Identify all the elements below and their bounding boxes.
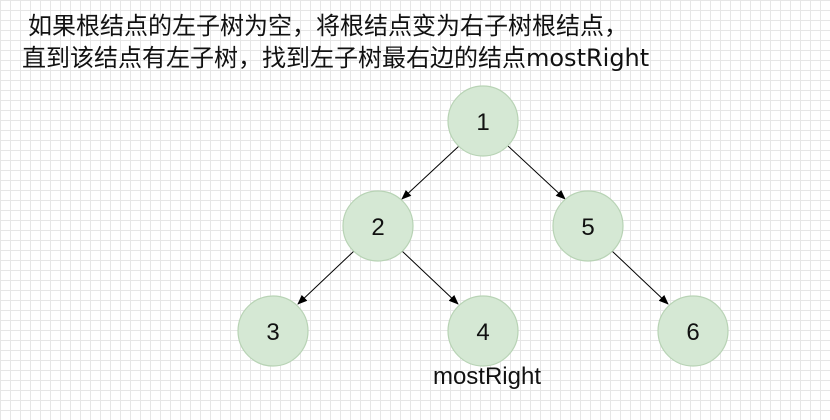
caption: 如果根结点的左子树为空，将根结点变为右子树根结点， 直到该结点有左子树，找到左子… (22, 10, 649, 74)
node-label: 3 (266, 319, 279, 346)
tree-node-6: 6 (657, 295, 729, 367)
tree-node-3: 3 (237, 295, 309, 367)
node-label: 2 (371, 214, 384, 241)
most-right-annotation: mostRight (433, 363, 541, 390)
node-label: 5 (581, 214, 594, 241)
edge-1-to-5 (507, 145, 566, 200)
edge-2-to-4 (401, 250, 459, 305)
tree-node-4: 4 (447, 295, 519, 367)
tree-node-5: 5 (552, 190, 624, 262)
tree-node-2: 2 (342, 190, 414, 262)
node-label: 4 (476, 319, 489, 346)
caption-line-1: 如果根结点的左子树为空，将根结点变为右子树根结点， (28, 12, 628, 40)
edge-1-to-2 (401, 145, 460, 200)
edge-5-to-6 (611, 250, 669, 305)
caption-line-2: 直到该结点有左子树，找到左子树最右边的结点mostRight (22, 44, 650, 72)
tree-node-1: 1 (447, 85, 519, 157)
node-label: 6 (686, 319, 699, 346)
edge-2-to-3 (297, 250, 355, 305)
node-label: 1 (476, 109, 489, 136)
